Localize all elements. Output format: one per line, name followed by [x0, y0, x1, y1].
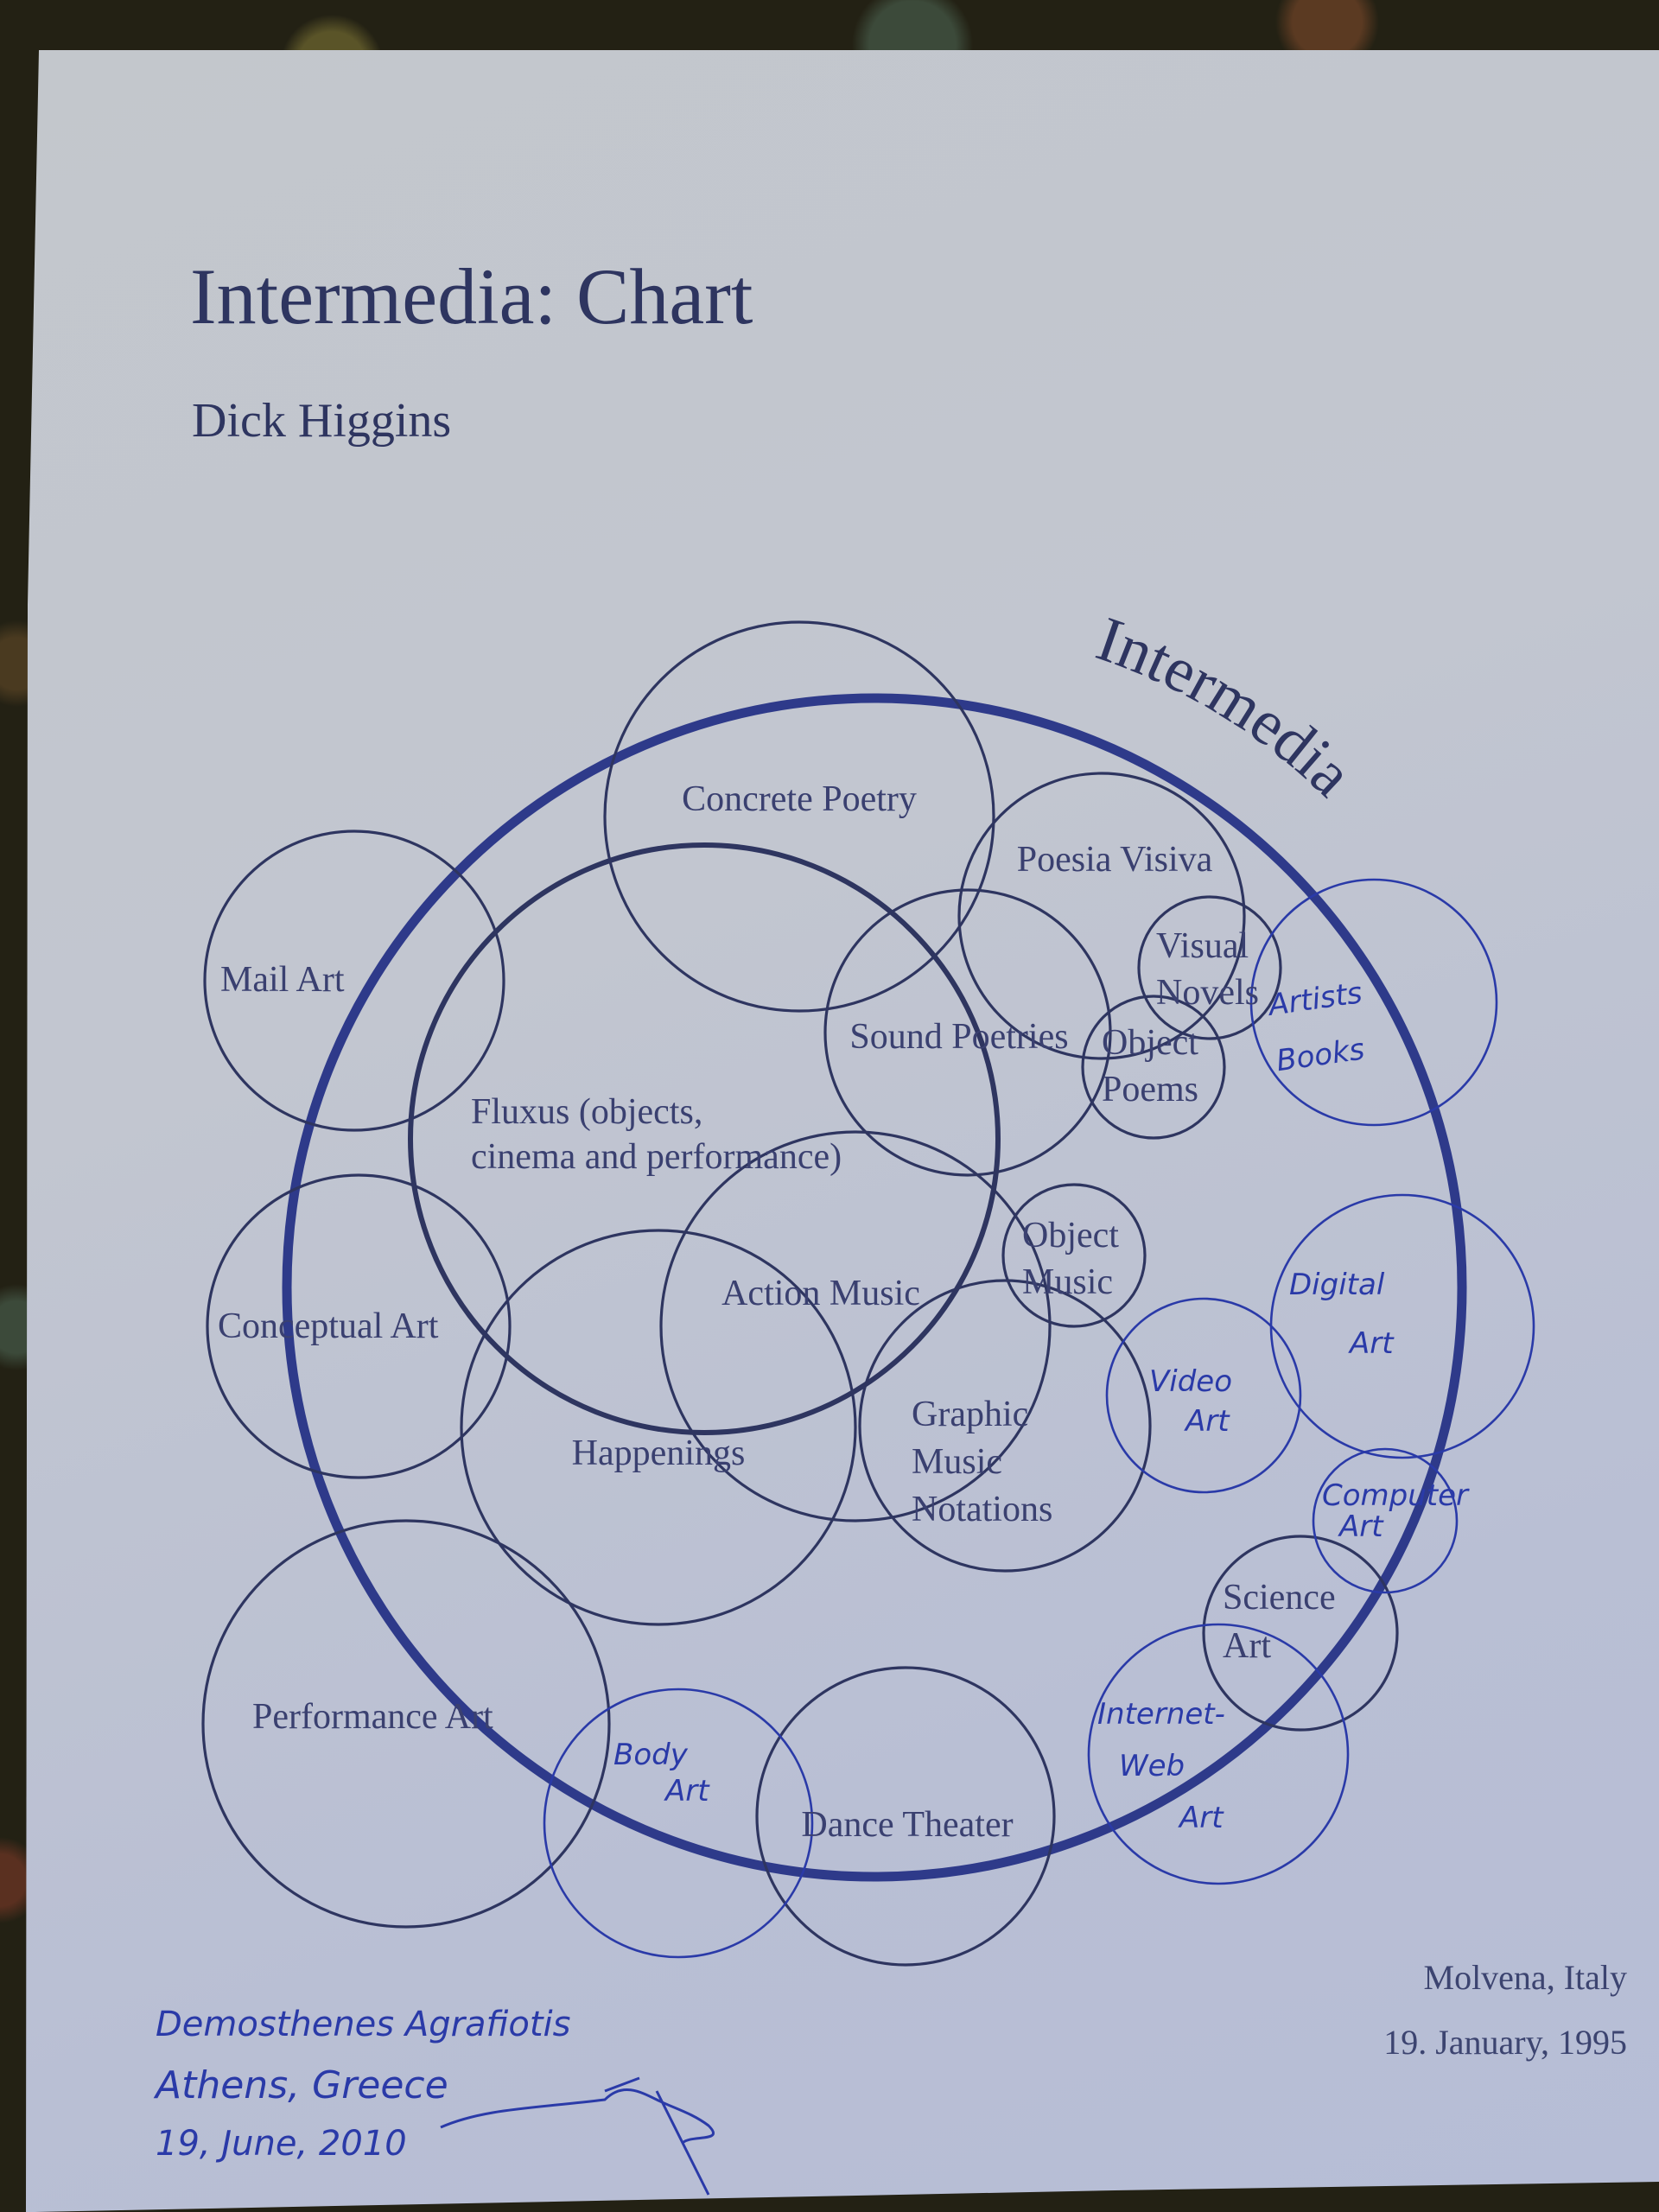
handwritten-name: Demosthenes Agrafiotis [156, 2005, 571, 2044]
label-line: Concrete Poetry [682, 779, 917, 819]
circle-action-music [659, 1130, 1052, 1522]
label-line: Internet- [1097, 1697, 1225, 1732]
label-mail-art: Mail Art [220, 960, 345, 1000]
circle-conceptual-art [206, 1173, 512, 1479]
circle-concrete-poetry [603, 620, 995, 1013]
circle-happenings [460, 1229, 857, 1626]
circle-digital-art [1269, 1193, 1535, 1459]
signature-scribble [440, 2076, 715, 2196]
circles-layer [201, 620, 1535, 1967]
label-line: Art [664, 1774, 710, 1808]
label-line: Action Music [721, 1274, 920, 1313]
label-performance-art: Performance Art [252, 1697, 493, 1737]
circle-science-art [1202, 1535, 1399, 1732]
circle-object-music [1001, 1183, 1147, 1328]
circle-poesia-visiva [957, 772, 1246, 1060]
label-line: Art [1348, 1326, 1395, 1361]
label-sound-poetries: Sound Poetries [849, 1017, 1068, 1057]
label-line: Art [1178, 1801, 1224, 1835]
label-line: Video [1149, 1364, 1232, 1399]
label-line: Performance Art [252, 1697, 493, 1737]
label-line: Dance Theater [801, 1805, 1013, 1845]
label-dance-theater: Dance Theater [801, 1805, 1013, 1845]
printed-place: Molvena, Italy [1423, 1958, 1628, 1997]
label-line: Poems [1102, 1070, 1198, 1109]
intermedia-arc-label: Intermedia [1088, 603, 1366, 810]
label-line: Object [1102, 1023, 1198, 1063]
label-line: Science [1223, 1578, 1336, 1618]
label-line: Graphic [912, 1395, 1028, 1434]
page-title: Intermedia: Chart [190, 252, 753, 340]
label-line: Visual [1156, 926, 1249, 966]
label-line: Web [1119, 1749, 1185, 1783]
circle-fluxus [408, 842, 1001, 1435]
label-line: Happenings [572, 1433, 746, 1473]
label-line: Art [1184, 1404, 1230, 1439]
label-line: Music [1022, 1262, 1113, 1302]
circle-internet-web-art [1087, 1623, 1350, 1885]
label-line: Novels [1156, 973, 1259, 1013]
label-line: Sound Poetries [849, 1017, 1068, 1057]
label-poesia-visiva: Poesia Visiva [1017, 840, 1213, 880]
label-line: cinema and performance) [471, 1137, 842, 1177]
label-line: Computer [1322, 1478, 1470, 1513]
label-concrete-poetry: Concrete Poetry [682, 779, 917, 819]
printed-date: 19. January, 1995 [1383, 2023, 1627, 2062]
label-line: Body [613, 1738, 689, 1772]
circle-graphic-music-notations [858, 1279, 1152, 1573]
label-line: Art [1223, 1626, 1271, 1666]
label-fluxus: Fluxus (objects, cinema and performance) [471, 1092, 842, 1177]
label-line: Books [1274, 1032, 1367, 1078]
label-line: Poesia Visiva [1017, 840, 1213, 880]
circle-mail-art [203, 830, 505, 1132]
circle-object-poems [1081, 995, 1226, 1140]
label-line: Object [1022, 1216, 1119, 1255]
label-artists-books: ArtistsBooks [1265, 976, 1372, 1078]
handwritten-date: 19, June, 2010 [156, 2124, 407, 2164]
label-line: Digital [1289, 1268, 1385, 1302]
label-action-music: Action Music [721, 1274, 920, 1313]
circle-body-art [543, 1688, 814, 1959]
circle-sound-poetries [823, 888, 1112, 1177]
label-happenings: Happenings [572, 1433, 746, 1473]
circle-computer-art [1312, 1447, 1459, 1594]
handwritten-city: Athens, Greece [156, 2063, 448, 2107]
circle-performance-art [201, 1519, 611, 1929]
label-line: Art [1338, 1510, 1384, 1544]
label-line: Mail Art [220, 960, 345, 1000]
circle-visual-novels [1137, 895, 1282, 1040]
label-line: Fluxus (objects, [471, 1092, 702, 1132]
intermedia-arc-text: Intermedia [1088, 603, 1366, 810]
label-line: Notations [912, 1490, 1052, 1529]
label-conceptual-art: Conceptual Art [218, 1306, 439, 1346]
author-name: Dick Higgins [192, 394, 452, 448]
circle-artists-books [1249, 878, 1498, 1127]
intermedia-big-circle [282, 693, 1467, 1882]
circle-dance-theater [755, 1666, 1056, 1967]
circle-video-art [1105, 1297, 1302, 1494]
label-line: Music [912, 1442, 1002, 1482]
label-line: Conceptual Art [218, 1306, 439, 1346]
